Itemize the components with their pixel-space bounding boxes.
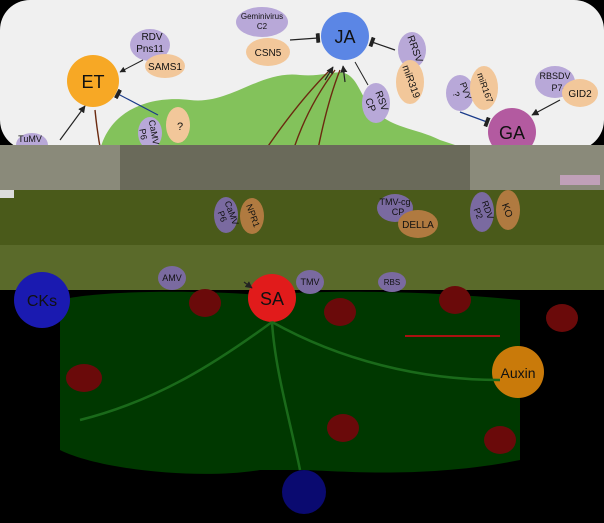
svg-text:RSVCP: RSVCP (361, 90, 390, 117)
rrsv-node (398, 32, 426, 68)
rdv-label: RDV (141, 32, 162, 43)
auxin-hub (492, 346, 544, 398)
amv-node (158, 266, 186, 290)
gemini-label: Geminivirus (241, 12, 283, 21)
p72-label: P7-2 (551, 83, 570, 93)
lower-leaf-shape (60, 291, 520, 474)
sams1-node (145, 54, 185, 78)
csn5-ja-edge (289, 33, 321, 43)
pvy-q-label: ? (451, 90, 462, 98)
mir319-ja-inhibit (368, 36, 396, 51)
rsv-cp-node (362, 83, 390, 123)
rbsv-label: RBS (384, 278, 400, 287)
sams1-label: SAMS1 (148, 62, 182, 73)
gemini-c2-node (236, 7, 288, 37)
lower-node-5 (327, 414, 359, 442)
sams1-et-edge (119, 59, 144, 73)
bottom-hub-node (282, 470, 326, 514)
pns11-label: Pns11 (136, 44, 164, 55)
p6-top-label: P6 (137, 128, 149, 141)
sa-arrow-vein (243, 281, 253, 289)
tumv-label: TuMV (18, 134, 42, 144)
ko-label: KO (499, 202, 514, 220)
sa-hub (248, 274, 296, 322)
cks-label: CKs (27, 293, 57, 310)
ga-label: GA (499, 123, 525, 143)
pvy-ga-inhibit (459, 111, 491, 128)
rsv-ja-edge (354, 61, 369, 86)
auxin-label: Auxin (500, 365, 535, 381)
amv-label: AMV (162, 273, 182, 283)
svg-text:CaMVP6: CaMVP6 (136, 119, 161, 147)
camv-p6-top-node (138, 117, 162, 149)
glitch-noise-left (0, 190, 14, 198)
p6-label: P6 (216, 209, 229, 223)
rdv-pns11-node (130, 29, 170, 61)
mir319-node (396, 60, 424, 104)
p2-label: P2 (472, 206, 485, 220)
lower-node-3 (439, 286, 471, 314)
ja-hub (321, 12, 369, 60)
cks-hub (14, 272, 70, 328)
lower-node-4 (66, 364, 102, 392)
ga-hub (488, 108, 536, 156)
rbsv-node (378, 272, 406, 292)
tmv-node (296, 270, 324, 294)
lower-node-6 (484, 426, 516, 454)
mir167-node (470, 66, 498, 110)
tmv-cp-label: TMV-cg (379, 197, 410, 207)
q-top-label: ? (177, 121, 183, 133)
gid2-node (562, 79, 598, 107)
svg-text:RDVP2: RDVP2 (470, 199, 495, 224)
glitch-strip-left (0, 145, 120, 190)
tmv-label: TMV (301, 277, 320, 287)
tmv-cp-cp-label: CP (392, 207, 405, 217)
della-label: DELLA (402, 220, 434, 231)
et-hub (67, 55, 119, 107)
rbsdv-label: RBSDV (539, 71, 570, 81)
leaf-veins-lower (79, 320, 501, 471)
npr1-node (240, 198, 264, 234)
cp-label: CP (362, 97, 377, 114)
nia-et-edge (59, 105, 86, 141)
lower-node-1 (189, 289, 221, 317)
et-label: ET (81, 72, 104, 92)
glitch-noise-right (560, 175, 600, 185)
rdv-p2-node (470, 192, 494, 232)
sa-label: SA (260, 289, 284, 309)
ko-node (496, 190, 520, 230)
camv-p6-node (214, 197, 238, 233)
ja-label: JA (334, 27, 355, 47)
c2-label: C2 (257, 22, 268, 31)
csn5-node (246, 38, 290, 66)
q-top-node (166, 107, 190, 143)
camv-et-inhibit (114, 88, 159, 116)
gid2-label: GID2 (568, 89, 592, 100)
gid2-ga-edge (531, 99, 561, 116)
lower-node-2 (324, 298, 356, 326)
csn5-label: CSN5 (255, 48, 282, 59)
pvy-node (446, 75, 474, 111)
lower-node-7 (546, 304, 578, 332)
camv-top-label: CaMV (147, 119, 161, 145)
della-node (398, 210, 438, 238)
